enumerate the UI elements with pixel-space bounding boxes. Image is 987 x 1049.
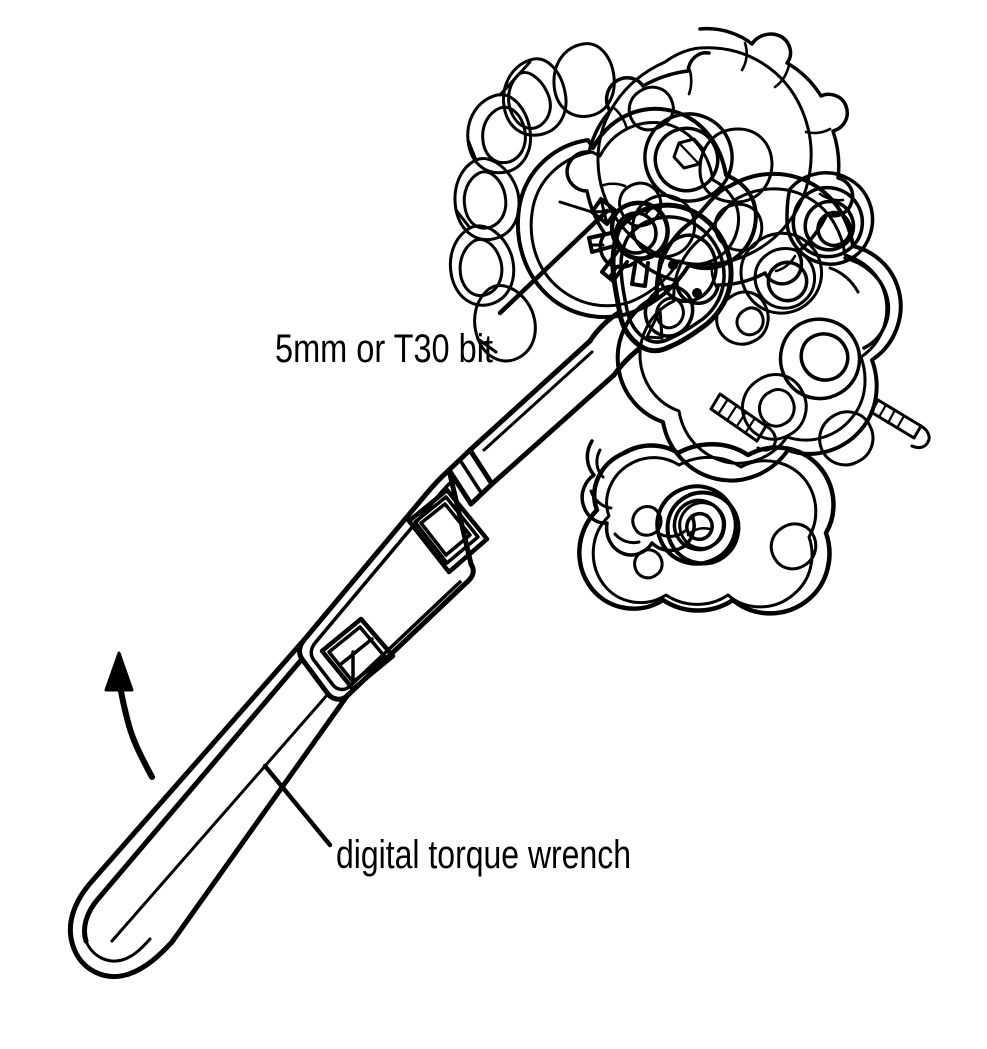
b-knuckle xyxy=(785,171,891,350)
b-screw xyxy=(869,398,931,450)
wrench-handle xyxy=(67,637,350,979)
wrench-ratchet-head xyxy=(587,202,734,378)
wrench-shaft xyxy=(297,338,617,702)
bit-label: 5mm or T30 bit xyxy=(275,327,493,371)
rotation-arrow xyxy=(104,651,155,780)
hex-bit xyxy=(558,197,670,288)
lower-cage xyxy=(577,439,836,616)
chain xyxy=(448,42,616,363)
wrench-label: digital torque wrench xyxy=(336,833,631,877)
bit-label-leader-line xyxy=(497,208,610,316)
wrench-label-leader-line xyxy=(262,763,333,848)
